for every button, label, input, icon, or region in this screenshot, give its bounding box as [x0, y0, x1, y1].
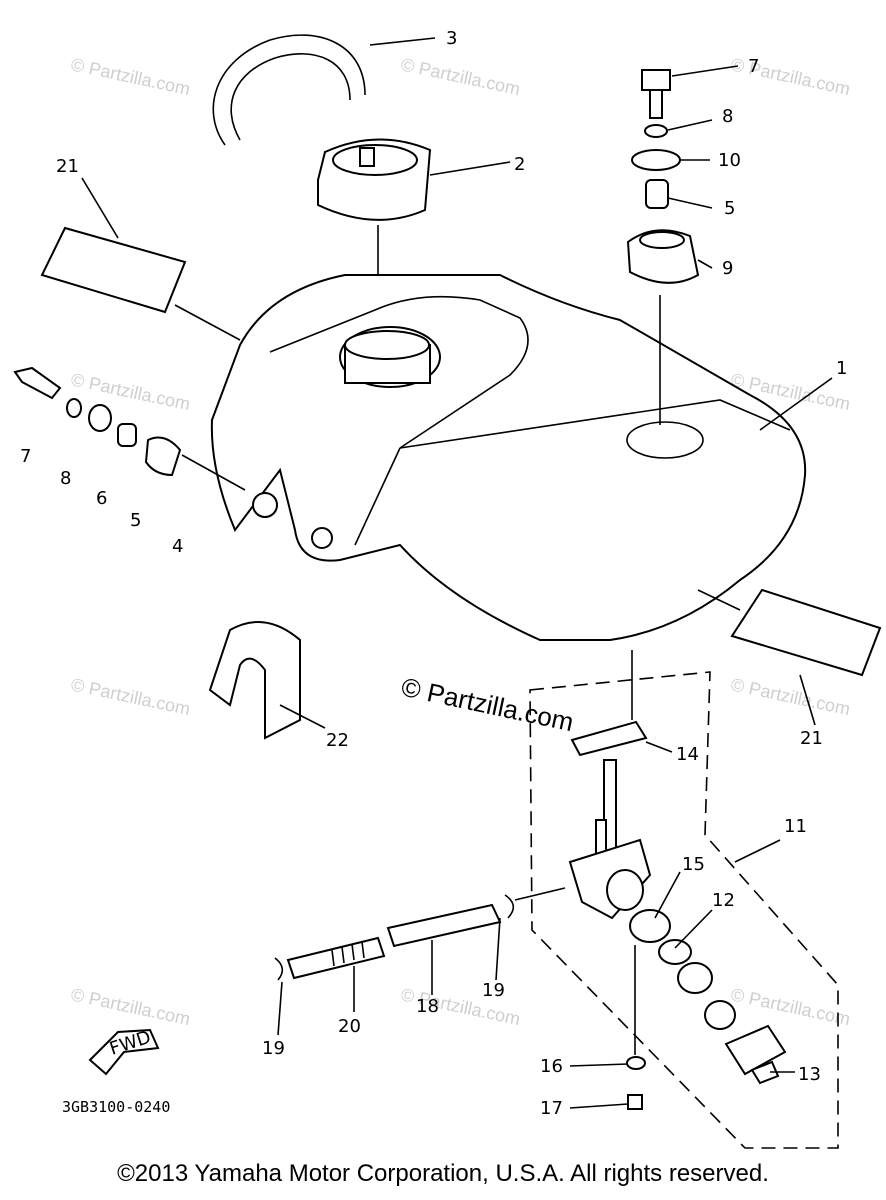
callout-7: 7 — [748, 56, 759, 77]
callout-1: 1 — [836, 358, 847, 379]
callout-17: 17 — [540, 1098, 563, 1119]
callout-labels: 1 2 3 4 5 5 6 7 7 8 8 9 10 11 12 13 14 1… — [20, 28, 847, 1119]
fwd-label: FWD — [107, 1027, 153, 1060]
gasket-strip — [570, 720, 648, 757]
watermark: © Partzilla.com — [69, 369, 192, 414]
callout-5: 5 — [724, 198, 735, 219]
fuel-cap — [317, 138, 432, 330]
fuel-tank — [210, 274, 807, 641]
callout-4: 4 — [172, 536, 183, 557]
callout-21: 21 — [56, 156, 79, 177]
callout-8: 8 — [722, 106, 733, 127]
leader-lines — [81, 37, 833, 1109]
watermark-center: © Partzilla.com — [399, 672, 577, 738]
fuel-cock — [568, 759, 787, 1110]
watermark: © Partzilla.com — [399, 54, 522, 99]
callout-20: 20 — [338, 1016, 361, 1037]
callout-18: 18 — [416, 996, 439, 1017]
copyright-notice: ©2013 Yamaha Motor Corporation, U.S.A. A… — [117, 1160, 769, 1187]
watermark: © Partzilla.com — [729, 984, 852, 1029]
callout-13: 13 — [798, 1064, 821, 1085]
fwd-arrow: FWD — [88, 1027, 160, 1076]
mount-hardware-right — [626, 69, 700, 425]
callout-21: 21 — [800, 728, 823, 749]
fuel-cock-assembly-outline — [529, 671, 839, 1149]
diagram-part-number: 3GB3100-0240 — [62, 1098, 170, 1116]
watermark: © Partzilla.com — [69, 54, 192, 99]
callout-10: 10 — [718, 150, 741, 171]
u-damper — [208, 621, 301, 740]
label-pad-left — [40, 226, 187, 314]
callout-19: 19 — [482, 980, 505, 1001]
callout-6: 6 — [96, 488, 107, 509]
mount-hardware-left — [13, 366, 246, 491]
callout-8: 8 — [60, 468, 71, 489]
callout-11: 11 — [784, 816, 807, 837]
breather-hose — [212, 34, 366, 146]
callout-2: 2 — [514, 154, 525, 175]
watermark: © Partzilla.com — [69, 984, 192, 1029]
label-pad-right — [730, 588, 882, 677]
callout-9: 9 — [722, 258, 733, 279]
callout-15: 15 — [682, 854, 705, 875]
watermark: © Partzilla.com — [69, 674, 192, 719]
leader-line — [697, 589, 741, 611]
leader-line — [174, 304, 241, 341]
callout-7: 7 — [20, 446, 31, 467]
callout-12: 12 — [712, 890, 735, 911]
fuel-hose-assembly — [274, 887, 566, 981]
callout-16: 16 — [540, 1056, 563, 1077]
callout-3: 3 — [446, 28, 457, 49]
callout-5: 5 — [130, 510, 141, 531]
watermark: © Partzilla.com — [729, 674, 852, 719]
callout-19: 19 — [262, 1038, 285, 1059]
callout-22: 22 — [326, 730, 349, 751]
callout-14: 14 — [676, 744, 699, 765]
